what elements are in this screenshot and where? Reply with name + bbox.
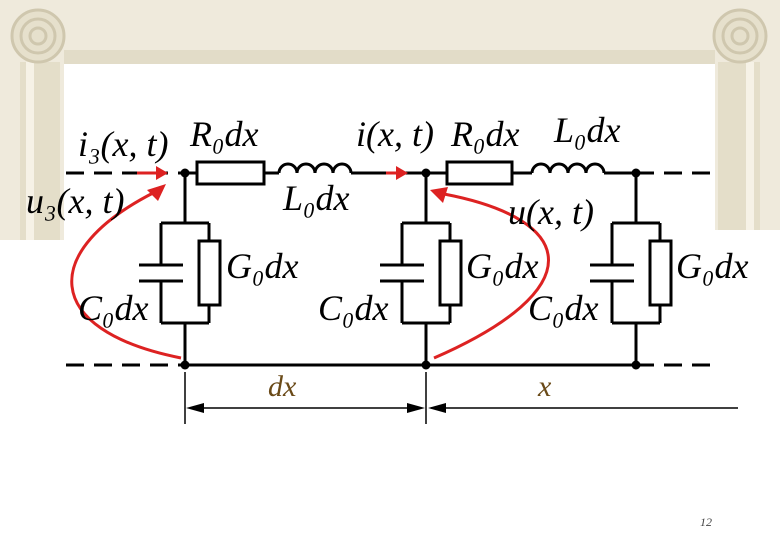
voltage-label-u3: u₃(x, t) xyxy=(26,181,125,221)
capacitor-label-1: C₀dx xyxy=(78,288,149,328)
inductor-label-1: L₀dx xyxy=(283,178,350,218)
node xyxy=(180,168,190,178)
inductor-l0dx-2 xyxy=(530,162,606,174)
conductance-g0dx-1 xyxy=(197,239,222,307)
dimension-label-dx: dx xyxy=(268,370,297,403)
capacitor-label-3: C₀dx xyxy=(528,288,599,328)
current-label-i: i(x, t) xyxy=(356,114,434,154)
capacitor-label-2: C₀dx xyxy=(318,288,389,328)
conductance-label-3: G₀dx xyxy=(676,246,749,286)
resistor-r0dx-2 xyxy=(445,160,514,186)
conductance-label-1: G₀dx xyxy=(226,246,299,286)
resistor-label-1: R₀dx xyxy=(190,114,259,154)
current-label-i3: i₃(x, t) xyxy=(78,124,169,164)
shunt-branch-1 xyxy=(139,173,222,365)
node xyxy=(631,360,641,370)
node xyxy=(421,168,431,178)
shunt-branch-3 xyxy=(590,173,673,365)
inductor-l0dx-1 xyxy=(277,162,353,174)
conductance-label-2: G₀dx xyxy=(466,246,539,286)
node xyxy=(421,360,431,370)
scroll-ornament-left-icon xyxy=(10,8,66,64)
slide-number: 12 xyxy=(700,515,712,529)
voltage-arc-u xyxy=(433,192,550,360)
node xyxy=(180,360,190,370)
resistor-r0dx-1 xyxy=(195,160,266,186)
inductor-label-2: L₀dx xyxy=(554,110,621,150)
voltage-arc-u3 xyxy=(70,190,182,360)
dimension-label-x: x xyxy=(538,370,552,403)
scroll-ornament-right-icon xyxy=(712,8,768,64)
shunt-branch-2 xyxy=(380,173,463,365)
conductance-g0dx-2 xyxy=(438,239,463,307)
node xyxy=(631,168,641,178)
resistor-label-2: R₀dx xyxy=(451,114,520,154)
voltage-label-u: u(x, t) xyxy=(508,192,594,232)
conductance-g0dx-3 xyxy=(648,239,673,307)
